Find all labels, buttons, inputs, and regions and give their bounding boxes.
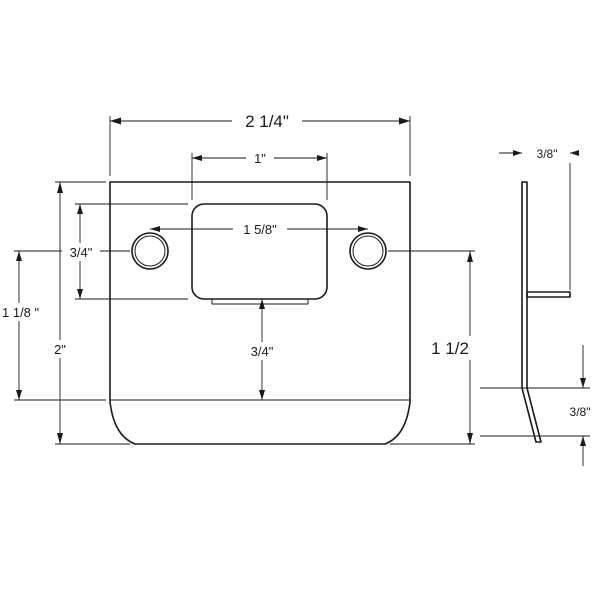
label-right-height: 1 1/2 [431,339,469,358]
label-opening-height: 3/4" [70,245,93,260]
front-view [109,181,411,445]
dimension-opening-height: 3/4" [62,204,100,299]
label-hole-spacing: 1 5/8" [243,222,277,237]
side-tab [526,291,571,298]
label-opening-width: 1" [254,151,266,166]
left-screw-hole [131,232,169,270]
dimension-right-height: 1 1/2 [426,251,476,444]
dimension-opening-width: 1" [192,149,327,167]
side-profile [521,181,542,443]
label-side-tab: 3/8" [537,147,558,161]
strike-opening [191,203,328,300]
label-side-lip: 3/8" [570,405,591,419]
dimension-hole-to-bottom: 1 1/8 " [0,251,50,400]
dimension-side-tab: 3/8" [499,147,579,161]
label-hole-to-bottom: 1 1/8 " [2,305,40,320]
label-overall-height: 2" [54,342,66,357]
strike-tab [211,299,309,305]
dimension-hole-spacing: 1 5/8" [150,220,368,238]
extension-lines [14,116,475,445]
dimension-overall-height: 2" [46,182,74,444]
dimension-opening-to-edge: 3/4" [242,299,282,400]
dimension-side-lip: 3/8" [559,345,600,466]
label-overall-width: 2 1/4" [245,112,289,131]
label-opening-to-edge: 3/4" [251,344,274,359]
plate-outline [109,181,411,445]
dimension-overall-width: 2 1/4" [110,110,410,132]
side-extension-lines [480,163,590,437]
right-screw-hole [349,232,387,270]
